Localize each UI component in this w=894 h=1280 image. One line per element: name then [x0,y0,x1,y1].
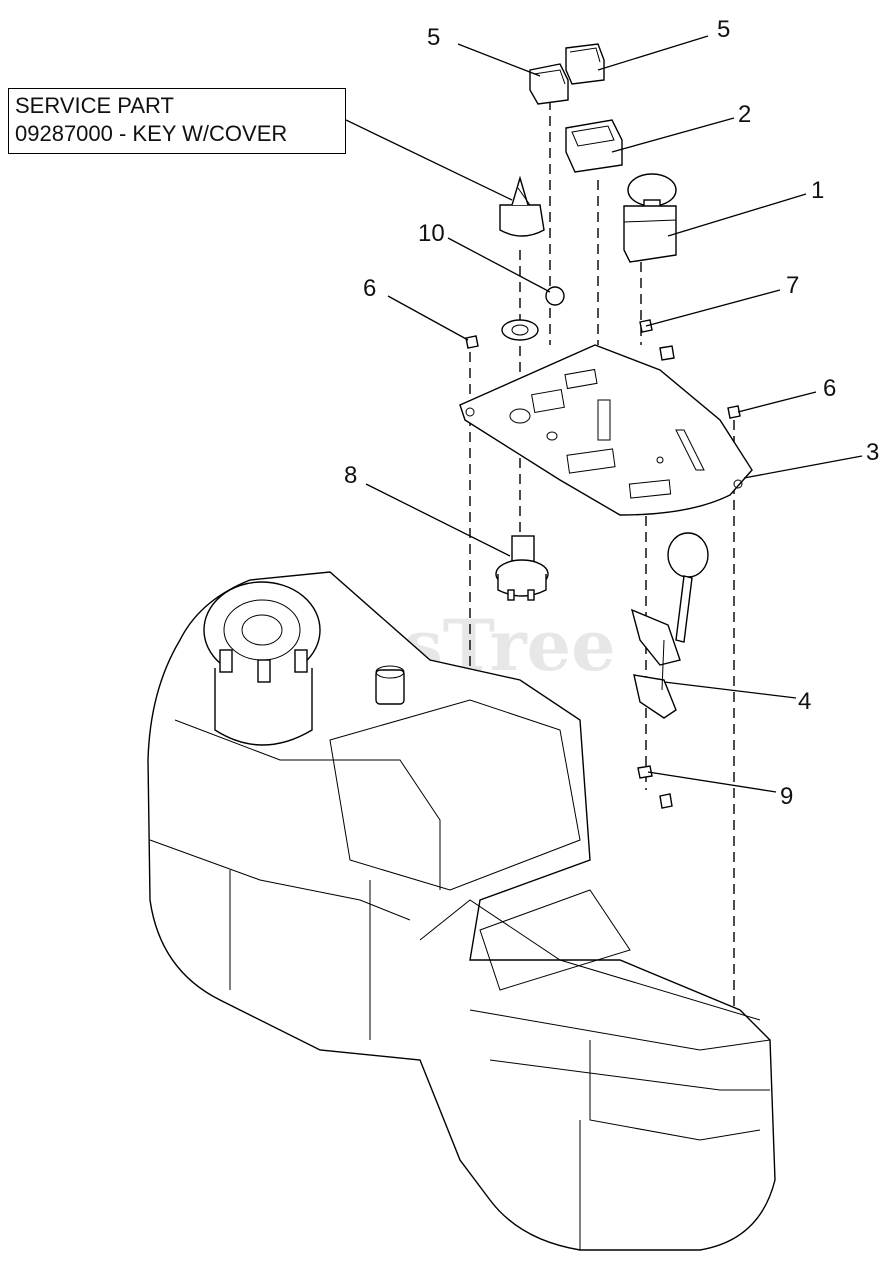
callout-line-1: SERVICE PART [15,93,174,118]
label-1: 1 [811,177,824,204]
label-6-right: 6 [823,375,836,402]
label-9: 9 [780,783,793,810]
part-1-pto-knob [623,173,677,263]
key-with-cover [499,175,545,237]
label-4: 4 [798,688,811,715]
part-10-knob [545,286,565,306]
label-10: 10 [418,220,445,247]
part-4-throttle-lever [630,532,709,719]
label-5-left: 5 [427,24,440,51]
service-part-callout: SERVICE PART 09287000 - KEY W/COVER [8,88,346,154]
part-3-panel-plate [459,344,753,516]
ignition-nut [501,319,539,341]
label-7: 7 [786,272,799,299]
part-5-switch-left [529,63,569,105]
hardware-items [465,319,741,809]
assembly-lines [469,100,735,1030]
label-8: 8 [344,462,357,489]
callout-line-2: 09287000 - KEY W/COVER [15,121,288,146]
label-3: 3 [866,439,879,466]
leader-lines [345,35,863,793]
label-2: 2 [738,101,751,128]
part-8-ignition-switch [495,535,549,601]
label-5-right: 5 [717,16,730,43]
fuel-tank-body [147,571,776,1251]
part-2-switch [565,119,623,173]
label-6-left: 6 [363,275,376,302]
part-5-switch-right [565,43,605,85]
